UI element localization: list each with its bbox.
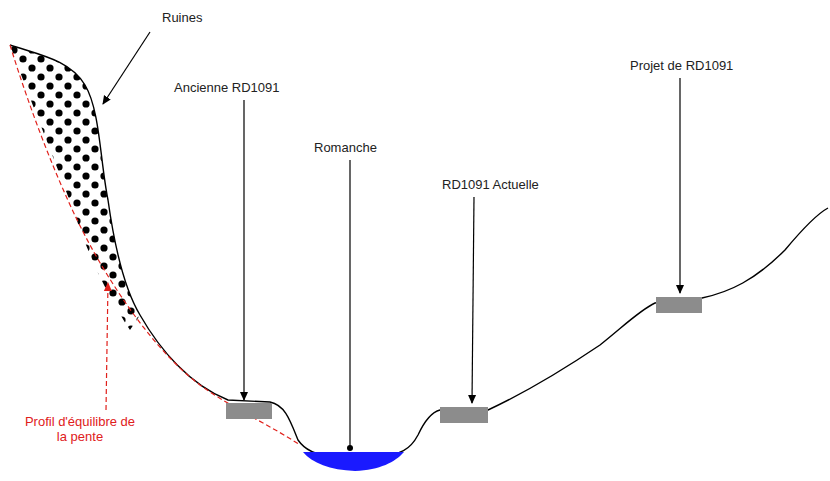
road-project: [656, 297, 702, 313]
leader-line: [243, 100, 244, 400]
ruins-fill: [10, 45, 140, 330]
road-old: [226, 403, 272, 419]
leader-line: [349, 160, 350, 447]
callout-label: Ancienne RD1091: [172, 80, 282, 95]
road-current: [440, 407, 488, 423]
leader-line: [103, 32, 150, 104]
callout-label: Projet de RD1091: [628, 58, 735, 73]
leader-line: [679, 78, 680, 293]
callout-label: Ruines: [160, 10, 204, 25]
leader-line: [106, 283, 108, 410]
profile-label: Profil d'équilibre de la pente: [22, 414, 138, 444]
callout-label: RD1091 Actuelle: [440, 177, 541, 192]
river: [303, 452, 404, 471]
callout-label: Romanche: [312, 140, 379, 155]
leader-dot: [347, 445, 353, 451]
leader-line: [472, 197, 474, 403]
equilibrium-profile: [10, 45, 300, 445]
terrain-line: [10, 45, 828, 455]
